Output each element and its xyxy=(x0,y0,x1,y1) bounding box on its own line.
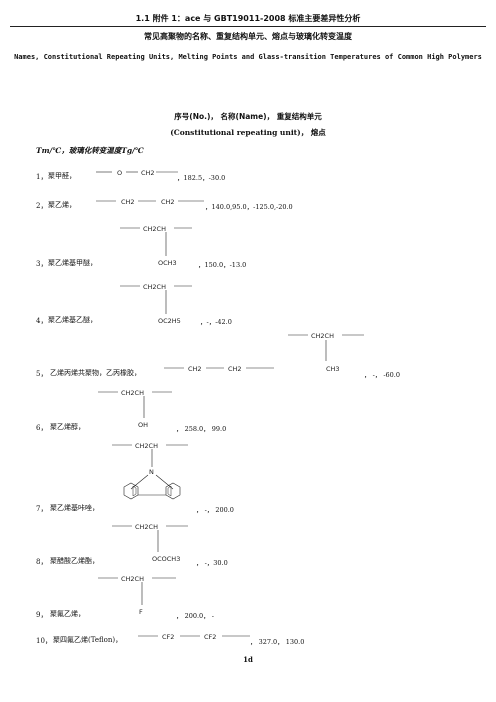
entry-6-group-1: CH2CH xyxy=(121,389,144,397)
entry-1-structure: O CH2 xyxy=(96,169,178,177)
columns-line-2: (Constitutional repeating unit)， 熔点 xyxy=(170,128,326,137)
entry-2-name: 聚乙烯， xyxy=(48,201,76,209)
entry-1-group-1: O xyxy=(117,169,122,177)
entry-5-group-2: CH2 xyxy=(228,365,242,373)
entry-7-structure: CH2CH N xyxy=(112,442,188,500)
entry-2-structure: CH2 CH2 xyxy=(96,198,204,206)
entry-5-name: 乙烯丙烯共聚物，乙丙橡胶， xyxy=(50,369,141,377)
entry-8-number: 8， xyxy=(36,558,48,566)
entry-7-name: 聚乙烯基咔唑， xyxy=(50,504,99,512)
entry-4-group-2: OC2H5 xyxy=(158,317,181,325)
entry-2-group-1: CH2 xyxy=(121,198,135,206)
entry-10-name: 聚四氟乙烯(Teflon)， xyxy=(53,636,123,644)
entry-7-values: ， -， 200.0 xyxy=(196,506,234,514)
entry-4-values: ，-，-42.0 xyxy=(200,318,232,326)
entry-1-group-2: CH2 xyxy=(141,169,155,177)
entry-6-name: 聚乙烯醇， xyxy=(50,423,85,431)
entry-7-number: 7， xyxy=(36,505,48,513)
chinese-title: 常见高聚物的名称、重复结构单元、熔点与玻璃化转变温度 xyxy=(144,32,352,41)
entry-4-structure: CH2CH OC2H5 xyxy=(120,283,192,325)
entry-5-group-1: CH2 xyxy=(188,365,202,373)
header-divider xyxy=(10,26,486,27)
english-title: Names, Constitutional Repeating Units, M… xyxy=(14,53,482,61)
entry-9-number: 9， xyxy=(36,611,48,619)
entry-3-number: 3， xyxy=(36,260,48,268)
entry-8-group-1: CH2CH xyxy=(135,523,158,531)
entry-9-name: 聚氟乙烯， xyxy=(50,610,85,618)
entry-5-values: ， -， -60.0 xyxy=(364,371,400,379)
entry-8-name: 聚醋酸乙烯酯， xyxy=(50,557,99,565)
entry-9-group-2: F xyxy=(139,608,143,616)
entry-1-number: 1， xyxy=(36,173,48,181)
columns-line-3: Tm/℃，玻璃化转变温度Tg/℃ xyxy=(36,146,144,155)
entry-8-values: ， -，30.0 xyxy=(196,559,228,567)
entry-3-group-1: CH2CH xyxy=(143,225,166,233)
entry-10-group-1: CF2 xyxy=(162,633,174,641)
entry-5-structure: CH2 CH2 CH2CH CH3 xyxy=(164,332,364,373)
entry-5-group-4: CH3 xyxy=(326,365,340,373)
entry-8-group-2: OCOCH3 xyxy=(152,555,180,563)
entry-3-structure: CH2CH OCH3 xyxy=(120,225,192,267)
entry-1-name: 聚甲醛， xyxy=(48,172,76,180)
entry-3-group-2: OCH3 xyxy=(158,259,177,267)
entry-7-group-1: CH2CH xyxy=(135,442,158,450)
entry-4-name: 聚乙烯基乙醚， xyxy=(48,316,97,324)
entry-6-group-2: OH xyxy=(138,421,148,429)
entry-3-values: ，150.0，-13.0 xyxy=(198,261,247,269)
page-header: 1.1 附件 1：ace 与 GBT19011-2008 标准主要差异性分析 xyxy=(135,14,361,23)
entry-10-values: ， 327.0， 130.0 xyxy=(250,638,305,646)
entry-10-group-2: CF2 xyxy=(204,633,216,641)
entry-6-values: ， 258.0， 99.0 xyxy=(176,425,227,433)
entry-9-group-1: CH2CH xyxy=(121,575,144,583)
entry-6-number: 6， xyxy=(36,424,48,432)
entry-9-structure: CH2CH F xyxy=(98,575,176,616)
entry-3-name: 聚乙烯基甲醚， xyxy=(48,259,97,267)
entry-8-structure: CH2CH OCOCH3 xyxy=(112,523,188,563)
entry-9-values: ， 200.0， - xyxy=(176,612,214,620)
entry-4-group-1: CH2CH xyxy=(143,283,166,291)
entry-2-number: 2， xyxy=(36,202,48,210)
entry-7-group-2: N xyxy=(149,468,154,476)
page-number: 1d xyxy=(243,655,253,664)
entry-10-structure: CF2 CF2 xyxy=(138,633,250,641)
entry-2-values: ，140.0,95.0，-125.0,-20.0 xyxy=(205,203,293,211)
columns-line-1: 序号(No.)， 名称(Name)， 重复结构单元 xyxy=(174,112,322,121)
entry-10-number: 10， xyxy=(36,637,52,645)
entry-2-group-2: CH2 xyxy=(161,198,175,206)
entry-1-values: ，182.5，-30.0 xyxy=(177,174,226,182)
entry-5-group-3: CH2CH xyxy=(311,332,334,340)
entry-5-number: 5， xyxy=(36,370,48,378)
entry-4-number: 4， xyxy=(36,317,48,325)
entry-6-structure: CH2CH OH xyxy=(98,389,172,429)
